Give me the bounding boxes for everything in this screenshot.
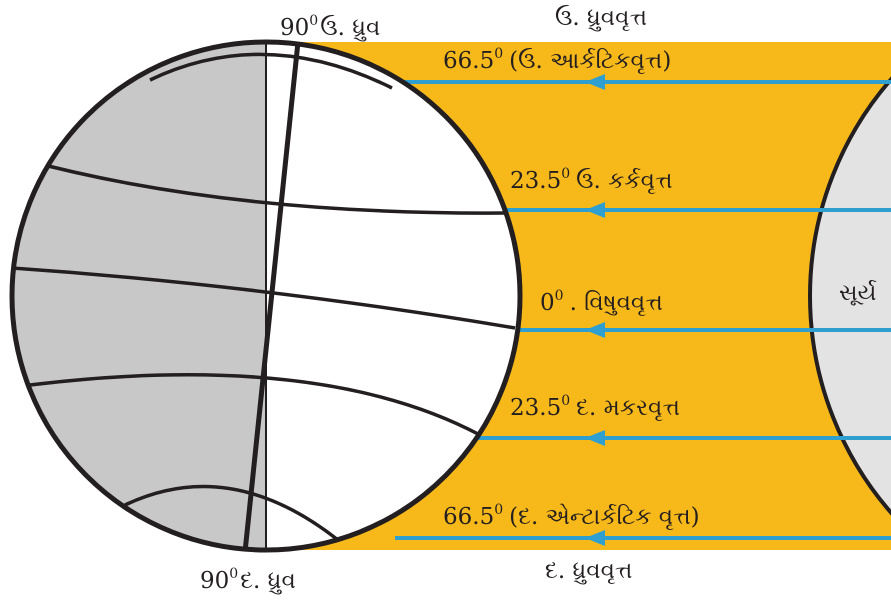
equator-line bbox=[12, 266, 516, 330]
earth-outline bbox=[9, 39, 523, 553]
ray-equator-arrowhead bbox=[585, 322, 605, 338]
ray-23-south-arrowhead bbox=[585, 430, 605, 446]
tropic-of-capricorn-line bbox=[29, 373, 481, 437]
ray-66-north-arrowhead bbox=[585, 74, 605, 90]
south-pole-label: 900દ. ધ્રુવ bbox=[200, 566, 296, 595]
ray-23-north-arrowhead bbox=[585, 202, 605, 218]
latitude-label-66-south: 66.50(દ. એન્ટાર્કટિક વૃત્ત) bbox=[443, 502, 700, 530]
arctic-circle-line bbox=[149, 52, 393, 90]
ray-66-south-arrowhead bbox=[585, 530, 605, 546]
latitude-label-equator: 00. વિષુવવૃત્ત bbox=[540, 288, 663, 316]
latitude-lines bbox=[12, 52, 516, 542]
sun bbox=[808, 76, 891, 516]
tropic-of-cancer-line bbox=[24, 158, 506, 215]
antarctic-circle-line bbox=[124, 484, 340, 542]
earth-axis bbox=[242, 42, 301, 550]
sun-label: સૂર્ય bbox=[839, 280, 876, 306]
north-pole-label: 900ઉ. ધ્રુવ bbox=[280, 13, 380, 42]
antarctic-circle-label: દ. ધ્રુવવૃત્ત bbox=[545, 558, 633, 585]
latitude-label-66-north: 66.50(ઉ. આર્કટિકવૃત્ત) bbox=[443, 46, 671, 74]
arctic-circle-label: ઉ. ધ્રુવવૃત્ત bbox=[555, 5, 647, 32]
